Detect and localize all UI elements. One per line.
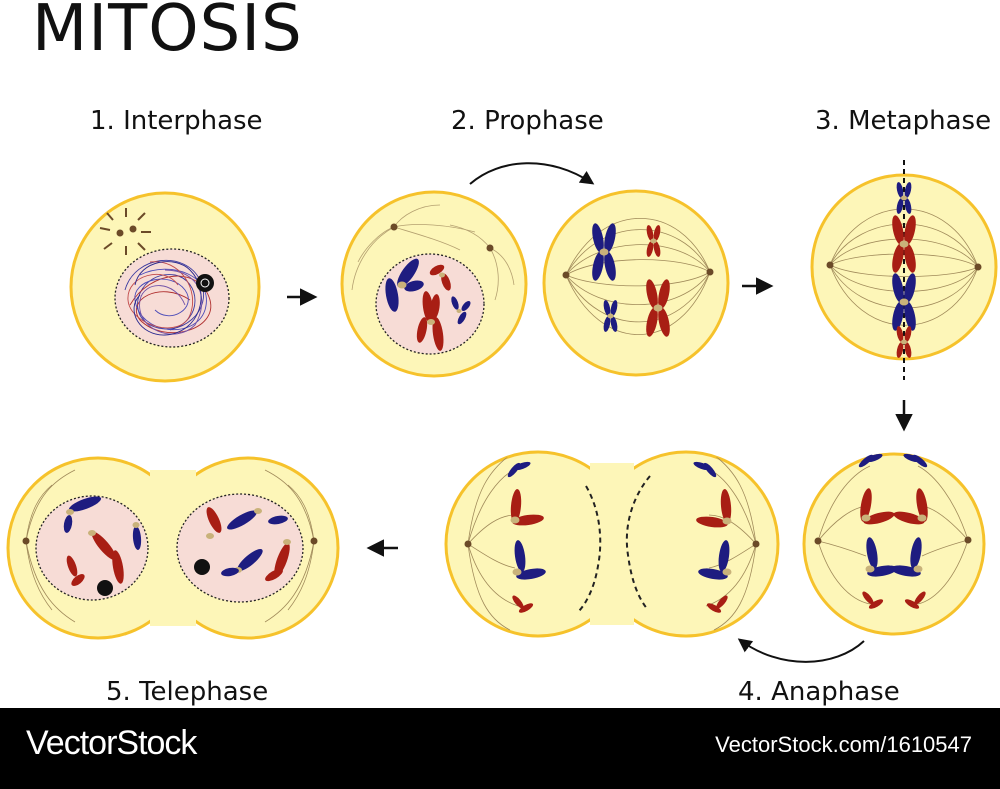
image-reference: VectorStock.com/1610547 [715, 732, 972, 757]
brand-logo: VectorStock [26, 724, 197, 762]
chromosome-red [892, 215, 916, 273]
centriole [310, 537, 318, 545]
label-anaphase: 4. Anaphase [738, 677, 900, 707]
centriole [486, 244, 494, 252]
centriole [964, 536, 972, 544]
centrosome [99, 208, 151, 255]
cell-metaphase [810, 160, 998, 380]
cleavage-furrow [625, 475, 651, 611]
footer-bar: VectorStock VectorStock.com/1610547 [0, 708, 1000, 789]
page-title: MITOSIS [32, 0, 303, 66]
label-interphase: 1. Interphase [90, 106, 263, 136]
spindle-fibers [565, 217, 711, 336]
chromosome-blue [385, 258, 424, 312]
label-metaphase: 3. Metaphase [815, 106, 992, 136]
chromosome-red [646, 225, 661, 257]
chromosome-red [429, 264, 451, 291]
centriole [826, 261, 834, 269]
chromosome-red [416, 291, 444, 351]
spindle-fibers [25, 469, 315, 623]
centriole [464, 540, 472, 548]
centriole [706, 268, 714, 276]
nucleolus [97, 580, 113, 596]
chromatids-right [693, 461, 732, 613]
centriole [814, 537, 822, 545]
chromosome-blue [603, 300, 618, 332]
cell-interphase [69, 191, 261, 383]
centriole [390, 223, 398, 231]
nucleolus [196, 274, 214, 292]
centriole [562, 271, 570, 279]
cell-early-prophase [340, 190, 528, 378]
chromatin [124, 259, 212, 336]
chromosomes-left [63, 496, 142, 596]
chromosomes-right [194, 507, 291, 582]
cell-late-anaphase [444, 450, 780, 638]
centriole [22, 537, 30, 545]
mitosis-diagram [6, 160, 998, 663]
chromosome-blue [892, 273, 916, 331]
chromosome-blue [451, 296, 471, 325]
nucleolus [194, 559, 210, 575]
label-prophase: 2. Prophase [451, 106, 604, 136]
chromosome-blue [592, 223, 616, 281]
centriole [752, 540, 760, 548]
chromosome-blue [896, 182, 912, 214]
chromosome-red [646, 279, 670, 337]
chromatids [858, 453, 928, 609]
cell-telophase [6, 456, 340, 640]
cleavage-furrow [577, 485, 602, 613]
arrow-anaphase-progression [737, 638, 865, 663]
spindle-fibers [351, 204, 515, 301]
chromatids-left [507, 461, 546, 613]
label-telephase: 5. Telephase [106, 677, 269, 707]
cell-late-prophase [542, 189, 730, 377]
chromosome-red [896, 326, 912, 358]
arrow-prophase-progression [469, 162, 595, 185]
nucleus-left [35, 495, 149, 601]
cell-early-anaphase [802, 452, 986, 636]
centriole [974, 263, 982, 271]
